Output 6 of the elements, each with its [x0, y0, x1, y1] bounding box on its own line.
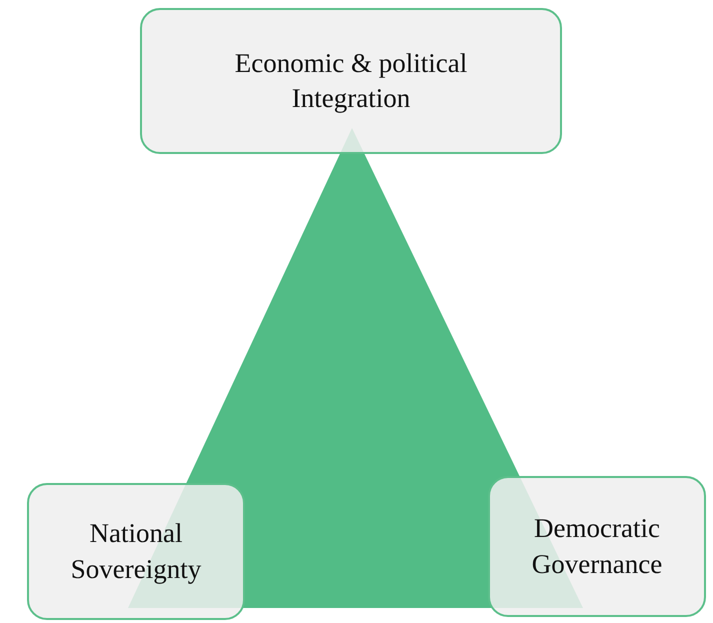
text-box: [488, 476, 706, 617]
box-label: Economic & political Integration: [234, 46, 468, 115]
box-label: Democratic Governance: [530, 512, 664, 580]
text-box: [140, 8, 562, 154]
box-label: National Sovereignty: [70, 517, 202, 586]
text-box: [27, 483, 245, 620]
